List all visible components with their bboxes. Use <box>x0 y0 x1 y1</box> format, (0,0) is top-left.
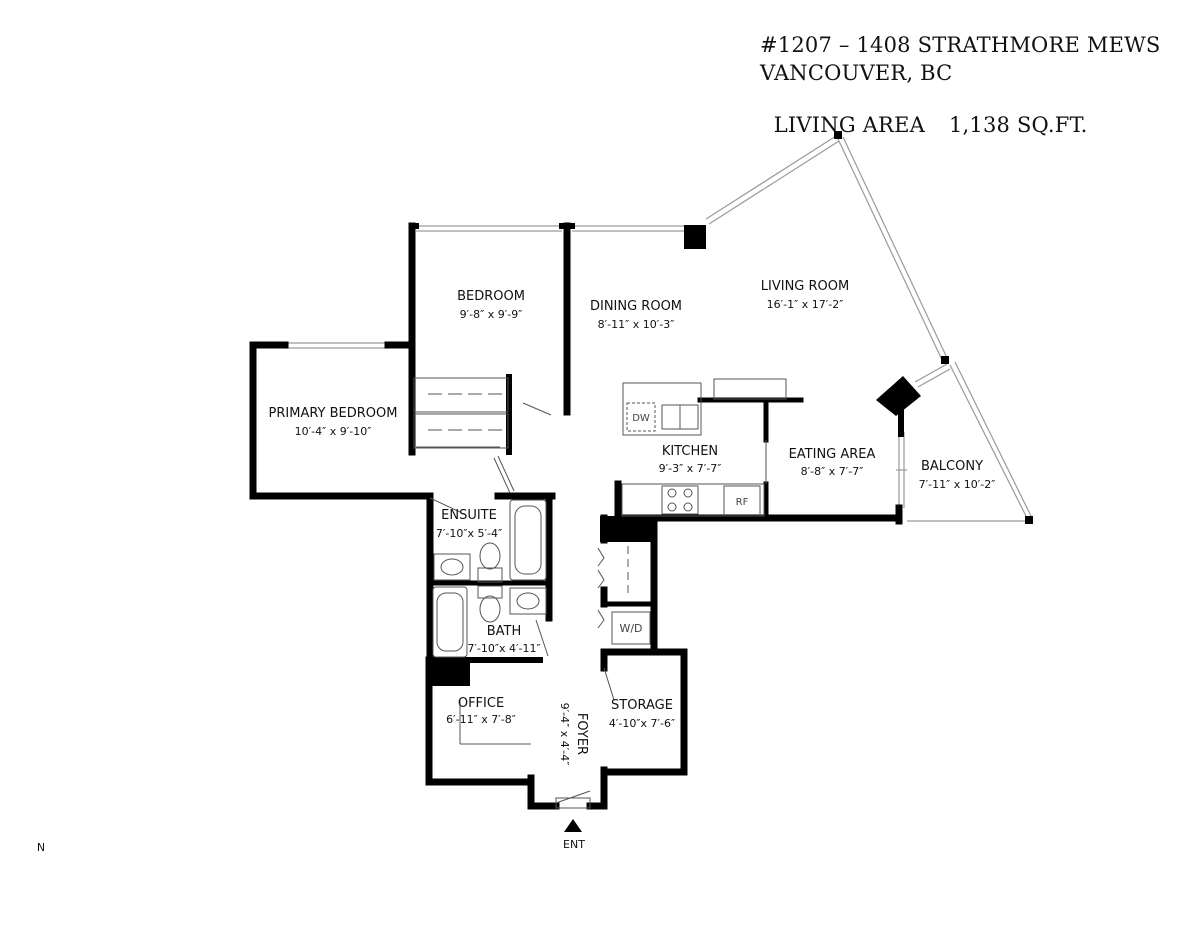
room-labels: BEDROOM 9′-8″ x 9′-9″ DINING ROOM 8′-11″… <box>269 279 996 765</box>
entry-label: ENT <box>563 838 585 851</box>
balcony-dims: 7′-11″ x 10′-2″ <box>919 478 996 491</box>
kitchen-dims: 9′-3″ x 7′-7″ <box>659 462 722 475</box>
column-hall <box>600 516 654 542</box>
kitchen-fixtures: DW RF <box>621 378 787 517</box>
bath-toilet <box>479 595 501 623</box>
washer-dryer <box>611 611 651 645</box>
ensuite-tub <box>509 499 547 581</box>
balcony-corner <box>1025 516 1033 524</box>
bath-tub <box>432 586 468 658</box>
ensuite-toilet <box>479 542 501 570</box>
column-office <box>426 662 470 686</box>
office-dims: 6′-11″ x 7′-8″ <box>446 713 516 726</box>
primary-bedroom-dims: 10′-4″ x 9′-10″ <box>295 425 372 438</box>
north-label: N <box>37 841 45 854</box>
dining-room-dims: 8′-11″ x 10′-3″ <box>598 318 675 331</box>
living-room-dims: 16′-1″ x 17′-2″ <box>767 298 844 311</box>
dishwasher <box>626 402 656 432</box>
bath-fixtures <box>432 499 547 658</box>
window-cap <box>834 131 842 139</box>
dining-room-name: DINING ROOM <box>590 299 682 314</box>
dishwasher-label: DW <box>632 413 650 424</box>
washer-dryer-label: W/D <box>619 622 642 635</box>
column-top <box>684 225 706 249</box>
eating-area-name: EATING AREA <box>789 447 876 462</box>
storage-name: STORAGE <box>611 698 673 713</box>
foyer-dims: 9′-4″ x 4′-4″ <box>558 703 571 766</box>
ensuite-sink <box>433 553 471 581</box>
window-cap <box>941 356 949 364</box>
foyer-name: FOYER <box>574 713 589 755</box>
kitchen-island <box>622 382 702 436</box>
address-line: #1207 – 1408 STRATHMORE MEWS <box>760 33 1161 57</box>
bath-sink <box>509 587 547 615</box>
windows <box>285 135 1033 522</box>
office-name: OFFICE <box>458 696 504 711</box>
bedroom-dims: 9′-8″ x 9′-9″ <box>460 308 523 321</box>
entry-arrow-icon <box>564 819 582 832</box>
upper-counter <box>713 378 787 400</box>
fridge-label: RF <box>736 497 749 508</box>
column-living <box>876 376 921 416</box>
ensuite-name: ENSUITE <box>441 508 497 523</box>
closets-doors <box>413 377 629 809</box>
fridge-icon <box>723 485 761 517</box>
eating-area-dims: 8′-8″ x 7′-7″ <box>801 465 864 478</box>
living-area-value: 1,138 SQ.FT. <box>948 113 1088 137</box>
bedroom-name: BEDROOM <box>457 289 525 304</box>
living-room-name: LIVING ROOM <box>761 279 849 294</box>
kitchen-counter <box>621 483 765 517</box>
storage-dims: 4′-10″x 7′-6″ <box>609 717 675 730</box>
kitchen-name: KITCHEN <box>662 444 718 459</box>
bath-dims: 7′-10″x 4′-11″ <box>467 642 540 655</box>
balcony-name: BALCONY <box>921 459 983 474</box>
stove-icon <box>661 485 699 515</box>
primary-bedroom-name: PRIMARY BEDROOM <box>269 406 398 421</box>
bath-name: BATH <box>487 624 522 639</box>
ensuite-dims: 7′-10″x 5′-4″ <box>436 527 502 540</box>
city-line: VANCOUVER, BC <box>760 61 953 85</box>
